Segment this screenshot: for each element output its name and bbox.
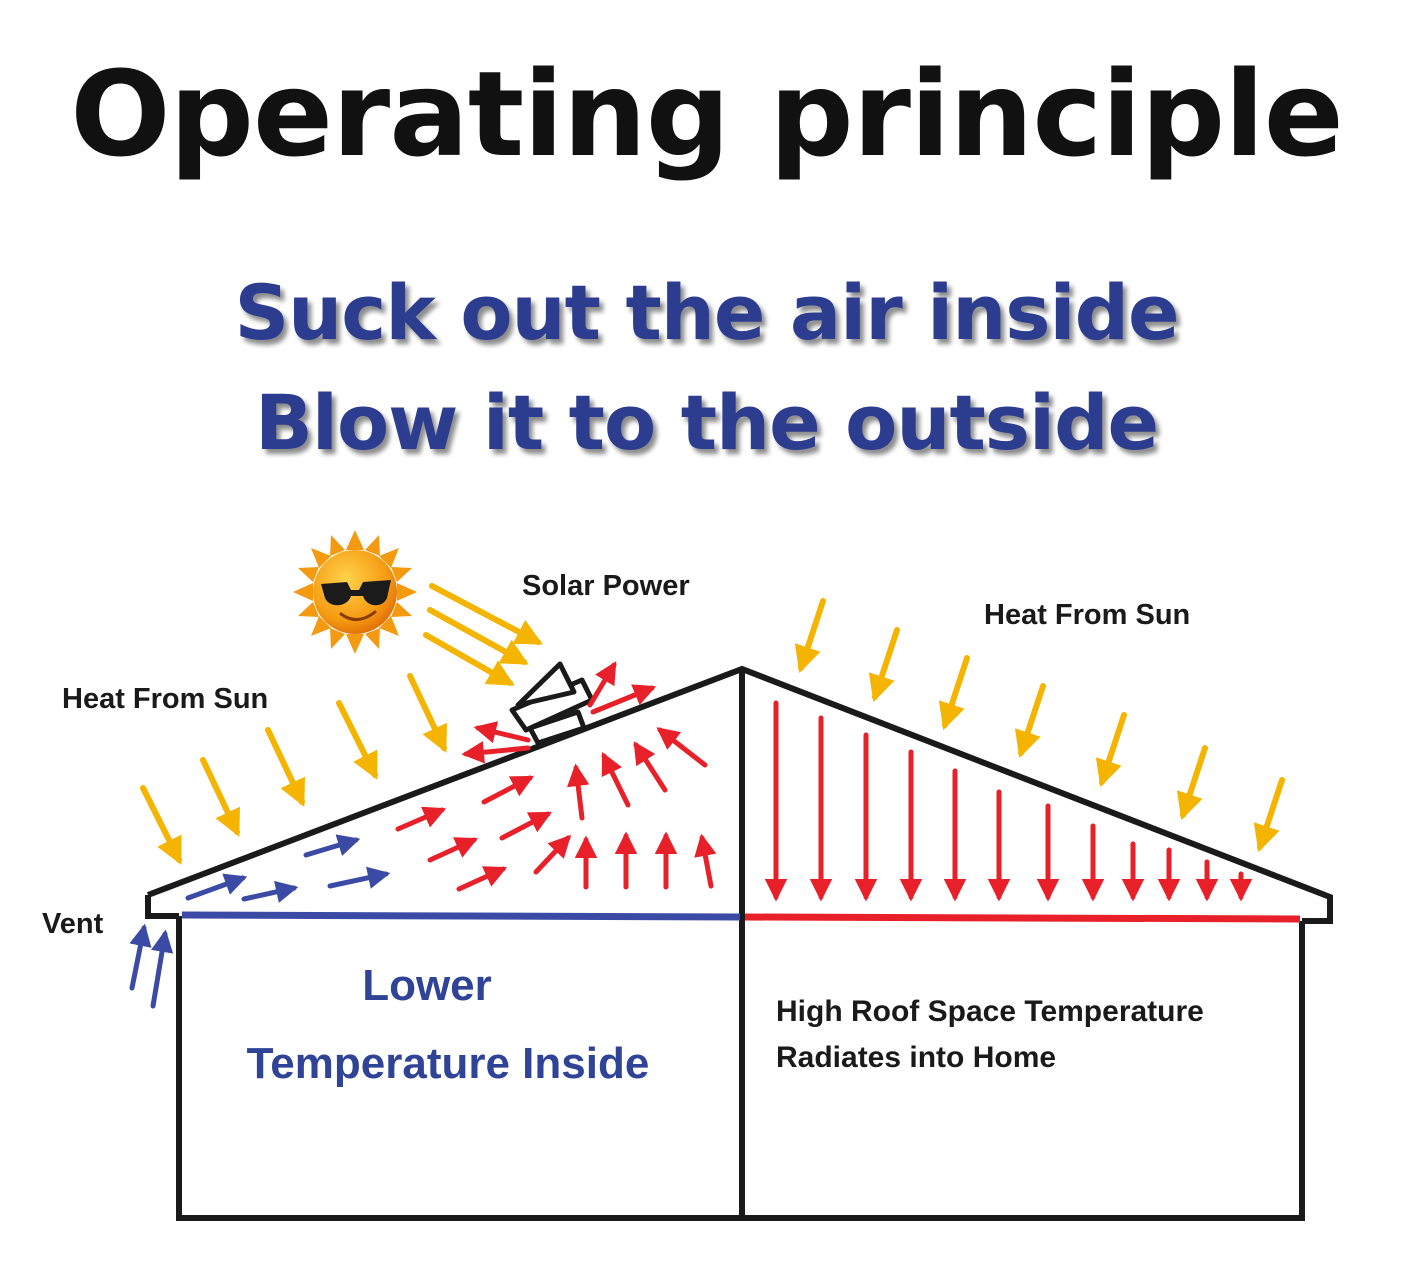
lower-temp-line-1: Lower	[362, 961, 492, 1010]
subtitle-line-2: Blow it to the outside	[254, 378, 1159, 467]
cool-air-arrows	[129, 834, 391, 1009]
hot-air-arrows-rising	[395, 661, 717, 892]
heat-from-sun-left-label: Heat From Sun	[62, 683, 268, 715]
heat-arrows-left	[140, 673, 447, 865]
solar-fan-vent-icon	[509, 661, 595, 746]
heat-from-sun-right-label: Heat From Sun	[984, 599, 1190, 631]
vent-label: Vent	[42, 908, 104, 940]
lower-temp-line-2: Temperature Inside	[247, 1039, 650, 1088]
heat-radiating-arrows	[764, 700, 1253, 902]
cool-ceiling-line	[181, 911, 741, 921]
hot-ceiling-line	[744, 913, 1301, 923]
solar-power-label: Solar Power	[522, 570, 690, 602]
page-title: Operating principle	[70, 45, 1344, 183]
subtitle-line-1: Suck out the air inside	[234, 268, 1179, 357]
high-temp-line-1: High Roof Space Temperature	[776, 995, 1204, 1028]
sun-with-sunglasses-icon	[293, 530, 417, 654]
house-walls	[176, 669, 1305, 1221]
sun-rays-to-panel	[423, 583, 543, 686]
roof-outline	[145, 665, 1333, 924]
high-temp-line-2: Radiates into Home	[776, 1041, 1056, 1074]
heat-arrows-right	[794, 598, 1285, 853]
